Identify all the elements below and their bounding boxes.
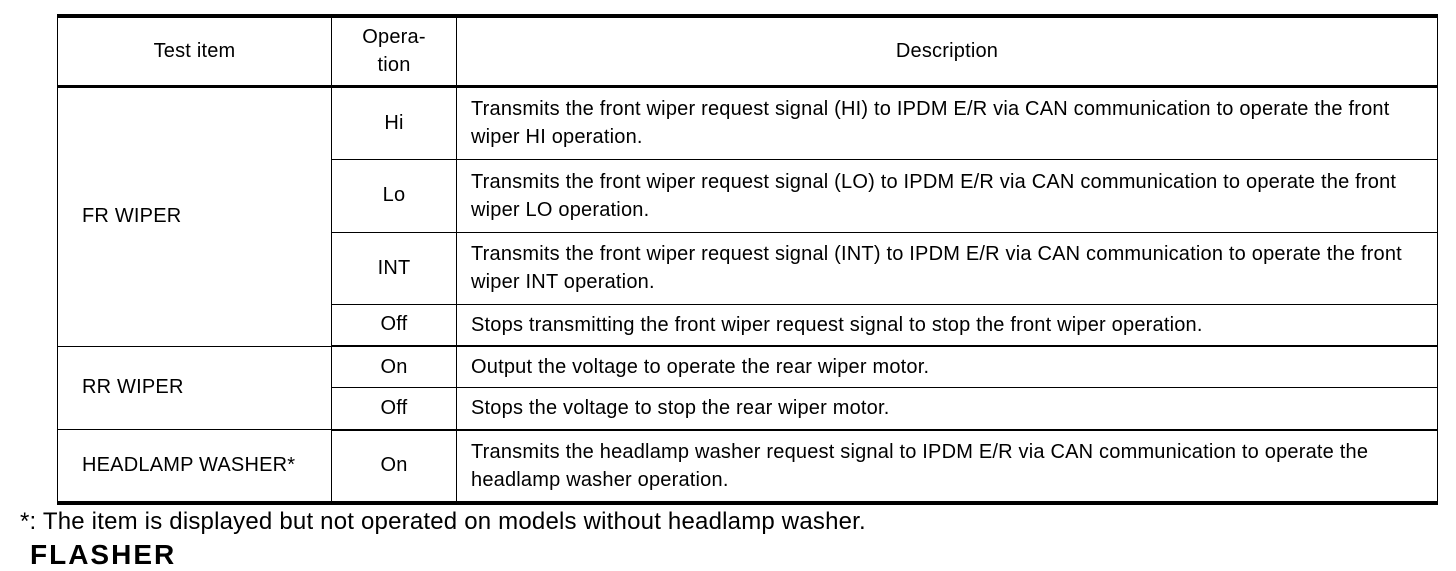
description-value: Output the voltage to operate the rear w… [456,345,1438,388]
description-value: Transmits the front wiper request signal… [456,85,1438,160]
operation-value: On [331,429,457,503]
table-row-headlamp-washer-on: HEADLAMP WASHER* On Transmits the headla… [57,429,1438,503]
active-test-table: Test item Opera- tion Description FR WIP… [57,14,1438,505]
operation-value: Off [331,387,457,431]
manual-page: Test item Opera- tion Description FR WIP… [20,14,1438,570]
table-row-fr-wiper-off: Off Stops transmitting the front wiper r… [58,303,1438,347]
operation-value: INT [331,231,457,305]
test-item-rr-wiper: RR WIPER [57,345,332,430]
table-header-row: Test item Opera- tion Description [57,15,1438,88]
description-value: Transmits the headlamp washer request si… [456,429,1438,503]
table-row-fr-wiper-int: INT Transmits the front wiper request si… [58,231,1438,305]
test-item-fr-wiper: FR WIPER [57,85,332,347]
column-header-description: Description [456,15,1438,88]
table-row-rr-wiper-off: Off Stops the voltage to stop the rear w… [58,387,1438,431]
footnote: *: The item is displayed but not operate… [20,508,866,535]
test-item-headlamp-washer: HEADLAMP WASHER* [57,429,332,503]
table-row-rr-wiper-on: RR WIPER On Output the voltage to operat… [57,345,1438,430]
table-row-fr-wiper-hi: FR WIPER Hi Transmits the front wiper re… [57,85,1438,347]
column-header-test-item: Test item [57,15,332,88]
table-row-fr-wiper-lo: Lo Transmits the front wiper request sig… [58,158,1438,233]
description-value: Stops the voltage to stop the rear wiper… [456,387,1438,431]
operation-value: Off [331,303,457,347]
column-header-operation: Opera- tion [331,15,457,88]
description-value: Transmits the front wiper request signal… [456,158,1438,233]
operation-value: Hi [331,85,457,160]
clipped-section-heading: FLASHER [30,539,177,570]
description-value: Transmits the front wiper request signal… [456,231,1438,305]
description-value: Stops transmitting the front wiper reque… [456,303,1438,347]
operation-value: On [331,345,457,388]
operation-value: Lo [331,158,457,233]
